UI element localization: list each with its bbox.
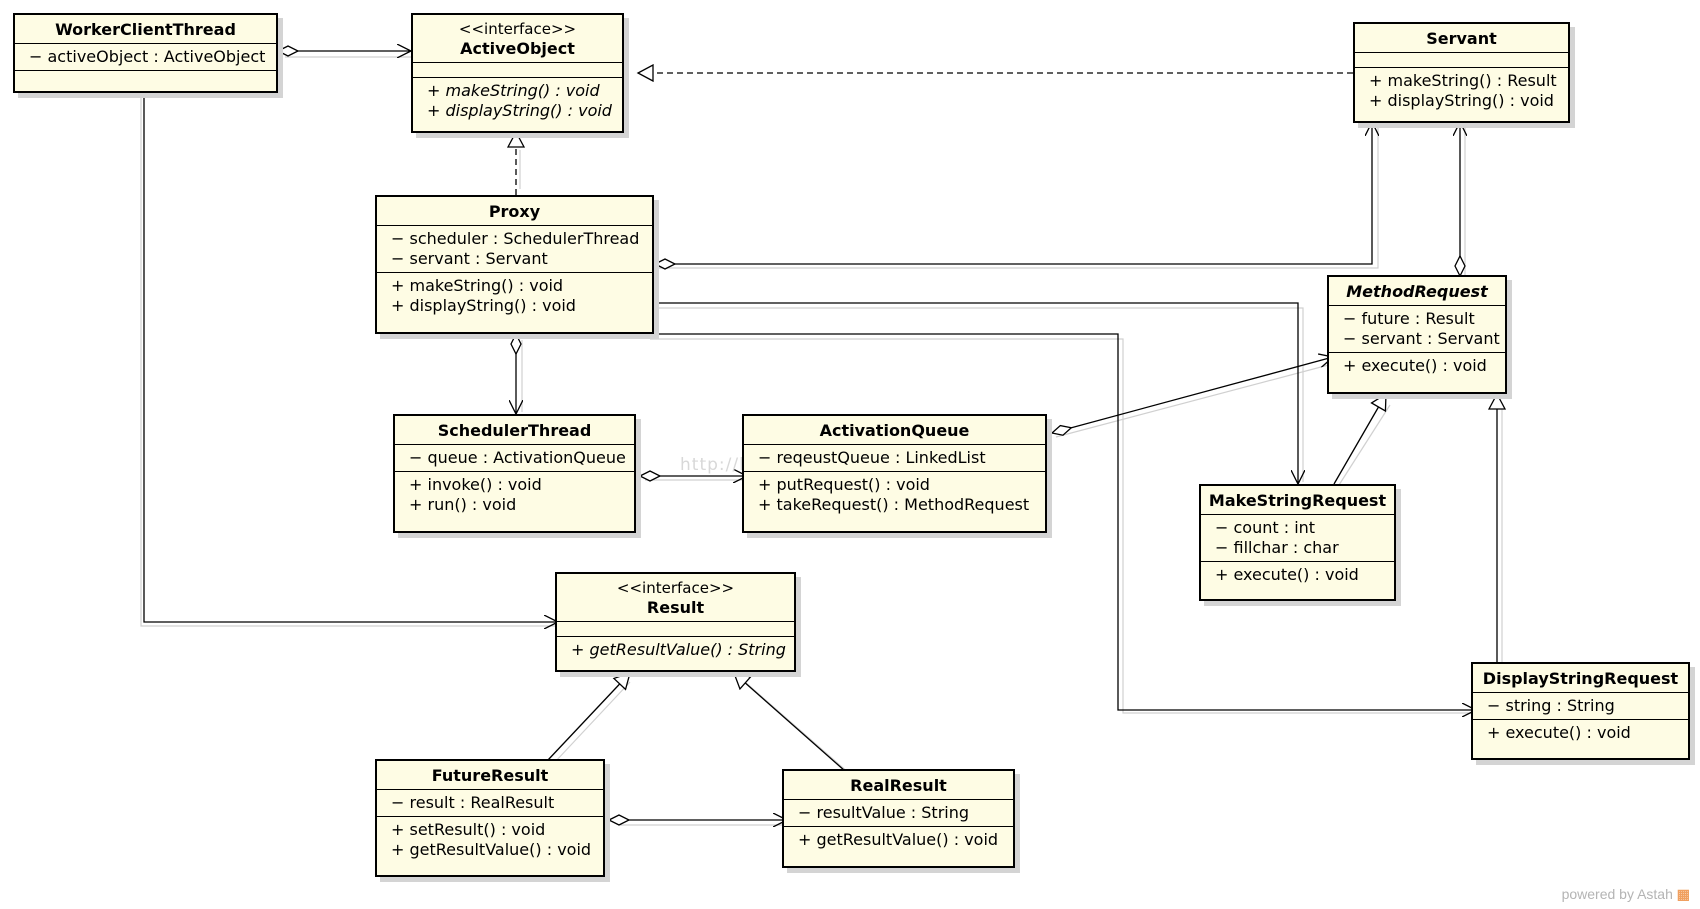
footer-text: powered by Astah: [1561, 886, 1673, 902]
class-future-result[interactable]: FutureResult − result : RealResult + set…: [375, 759, 605, 877]
attribute: − scheduler : SchedulerThread: [391, 229, 640, 248]
operations-compartment: + makeString() : Result + displayString(…: [1355, 67, 1568, 114]
class-real-result[interactable]: RealResult − resultValue : String + getR…: [782, 769, 1015, 868]
attributes-compartment: − scheduler : SchedulerThread − servant …: [377, 225, 652, 272]
operation: + execute() : void: [1215, 565, 1359, 584]
class-name: RealResult: [850, 776, 947, 795]
operations-compartment: + makeString() : void + displayString() …: [413, 77, 622, 124]
operations-compartment: + execute() : void: [1201, 561, 1394, 588]
class-name: ActivationQueue: [819, 421, 970, 440]
class-name: SchedulerThread: [437, 421, 592, 440]
attributes-compartment: [413, 62, 622, 77]
aggregation-activationqueue-to-methodrequest: [1052, 357, 1333, 433]
attributes-compartment: − count : int − fillchar : char: [1201, 514, 1394, 561]
operation: + execute() : void: [1343, 356, 1487, 375]
operation: + getResultValue() : void: [798, 830, 999, 849]
attribute: − future : Result: [1343, 309, 1475, 328]
attributes-compartment: − queue : ActivationQueue: [395, 444, 634, 471]
attributes-compartment: [557, 621, 794, 636]
class-display-string-request[interactable]: DisplayStringRequest − string : String +…: [1471, 662, 1690, 760]
stereotype: <<interface>>: [616, 579, 735, 597]
interface-active-object[interactable]: <<interface>> ActiveObject + makeString(…: [411, 13, 624, 133]
generalization-futureresult-to-result: [547, 673, 630, 761]
class-name: MethodRequest: [1346, 282, 1488, 301]
operations-compartment: + putRequest() : void + takeRequest() : …: [744, 471, 1045, 518]
operation: + getResultValue() : String: [571, 640, 786, 659]
operation: + invoke() : void: [409, 475, 542, 494]
generalization-realresult-to-result: [734, 673, 846, 772]
operation: + putRequest() : void: [758, 475, 930, 494]
operation: + makeString() : Result: [1369, 71, 1557, 90]
operation: + displayString() : void: [427, 101, 612, 120]
attribute: − queue : ActivationQueue: [409, 448, 626, 467]
interface-result[interactable]: <<interface>> Result + getResultValue() …: [555, 572, 796, 672]
operation: + displayString() : void: [391, 296, 576, 315]
operation: + getResultValue() : void: [391, 840, 592, 859]
class-scheduler-thread[interactable]: SchedulerThread − queue : ActivationQueu…: [393, 414, 636, 533]
operation: + execute() : void: [1487, 723, 1631, 742]
aggregation-proxy-to-servant: [655, 122, 1372, 264]
class-name: FutureResult: [431, 766, 549, 785]
operations-compartment: + execute() : void: [1473, 719, 1688, 746]
attributes-compartment: − activeObject : ActiveObject: [15, 43, 276, 70]
uml-edges: [143, 51, 1497, 820]
attribute: − fillchar : char: [1215, 538, 1339, 557]
association-worker-to-result: [143, 92, 558, 622]
operation: + makeString() : void: [391, 276, 564, 295]
association-proxy-to-displaystringrequest: [654, 333, 1476, 710]
operation: + takeRequest() : MethodRequest: [758, 495, 1030, 514]
class-proxy[interactable]: Proxy − scheduler : SchedulerThread − se…: [375, 195, 654, 334]
footer-branding: powered by Astah ▦: [1562, 886, 1690, 903]
attributes-compartment: − reqeustQueue : LinkedList: [744, 444, 1045, 471]
abstract-class-method-request[interactable]: MethodRequest − future : Result − servan…: [1327, 275, 1507, 394]
attribute: − count : int: [1215, 518, 1316, 537]
operations-compartment: + makeString() : void + displayString() …: [377, 272, 652, 319]
operation: + makeString() : void: [427, 81, 600, 100]
operations-compartment: + execute() : void: [1329, 352, 1505, 379]
attribute: − servant : Servant: [1343, 329, 1500, 348]
class-name: DisplayStringRequest: [1482, 669, 1679, 688]
class-make-string-request[interactable]: MakeStringRequest − count : int − fillch…: [1199, 484, 1396, 601]
class-name: WorkerClientThread: [55, 20, 236, 39]
attributes-compartment: − result : RealResult: [377, 789, 603, 816]
class-name: Proxy: [488, 202, 541, 221]
operation: + displayString() : void: [1369, 91, 1554, 110]
attribute: − servant : Servant: [391, 249, 548, 268]
class-worker-client-thread[interactable]: WorkerClientThread − activeObject : Acti…: [13, 13, 278, 93]
attribute: − result : RealResult: [391, 793, 555, 812]
operations-compartment: [15, 70, 276, 85]
operation: + setResult() : void: [391, 820, 546, 839]
operations-compartment: + getResultValue() : String: [557, 636, 794, 663]
class-name: MakeStringRequest: [1208, 491, 1387, 510]
stereotype: <<interface>>: [458, 20, 577, 38]
generalization-makestring-to-methodrequest: [1333, 394, 1386, 485]
class-name: ActiveObject: [460, 39, 575, 58]
class-name: Result: [646, 598, 705, 617]
class-name: Servant: [1426, 29, 1497, 48]
attribute: − reqeustQueue : LinkedList: [758, 448, 986, 467]
attribute: − resultValue : String: [798, 803, 970, 822]
operations-compartment: + setResult() : void + getResultValue() …: [377, 816, 603, 863]
operations-compartment: + invoke() : void + run() : void: [395, 471, 634, 518]
astah-logo-icon: ▦: [1676, 886, 1690, 902]
operation: + run() : void: [409, 495, 517, 514]
attribute: − string : String: [1487, 696, 1615, 715]
attributes-compartment: − string : String: [1473, 692, 1688, 719]
attributes-compartment: [1355, 52, 1568, 67]
class-servant[interactable]: Servant + makeString() : Result + displa…: [1353, 22, 1570, 123]
class-activation-queue[interactable]: ActivationQueue − reqeustQueue : LinkedL…: [742, 414, 1047, 533]
attribute: − activeObject : ActiveObject: [29, 47, 266, 66]
operations-compartment: + getResultValue() : void: [784, 826, 1013, 853]
attributes-compartment: − future : Result − servant : Servant: [1329, 305, 1505, 352]
attributes-compartment: − resultValue : String: [784, 799, 1013, 826]
